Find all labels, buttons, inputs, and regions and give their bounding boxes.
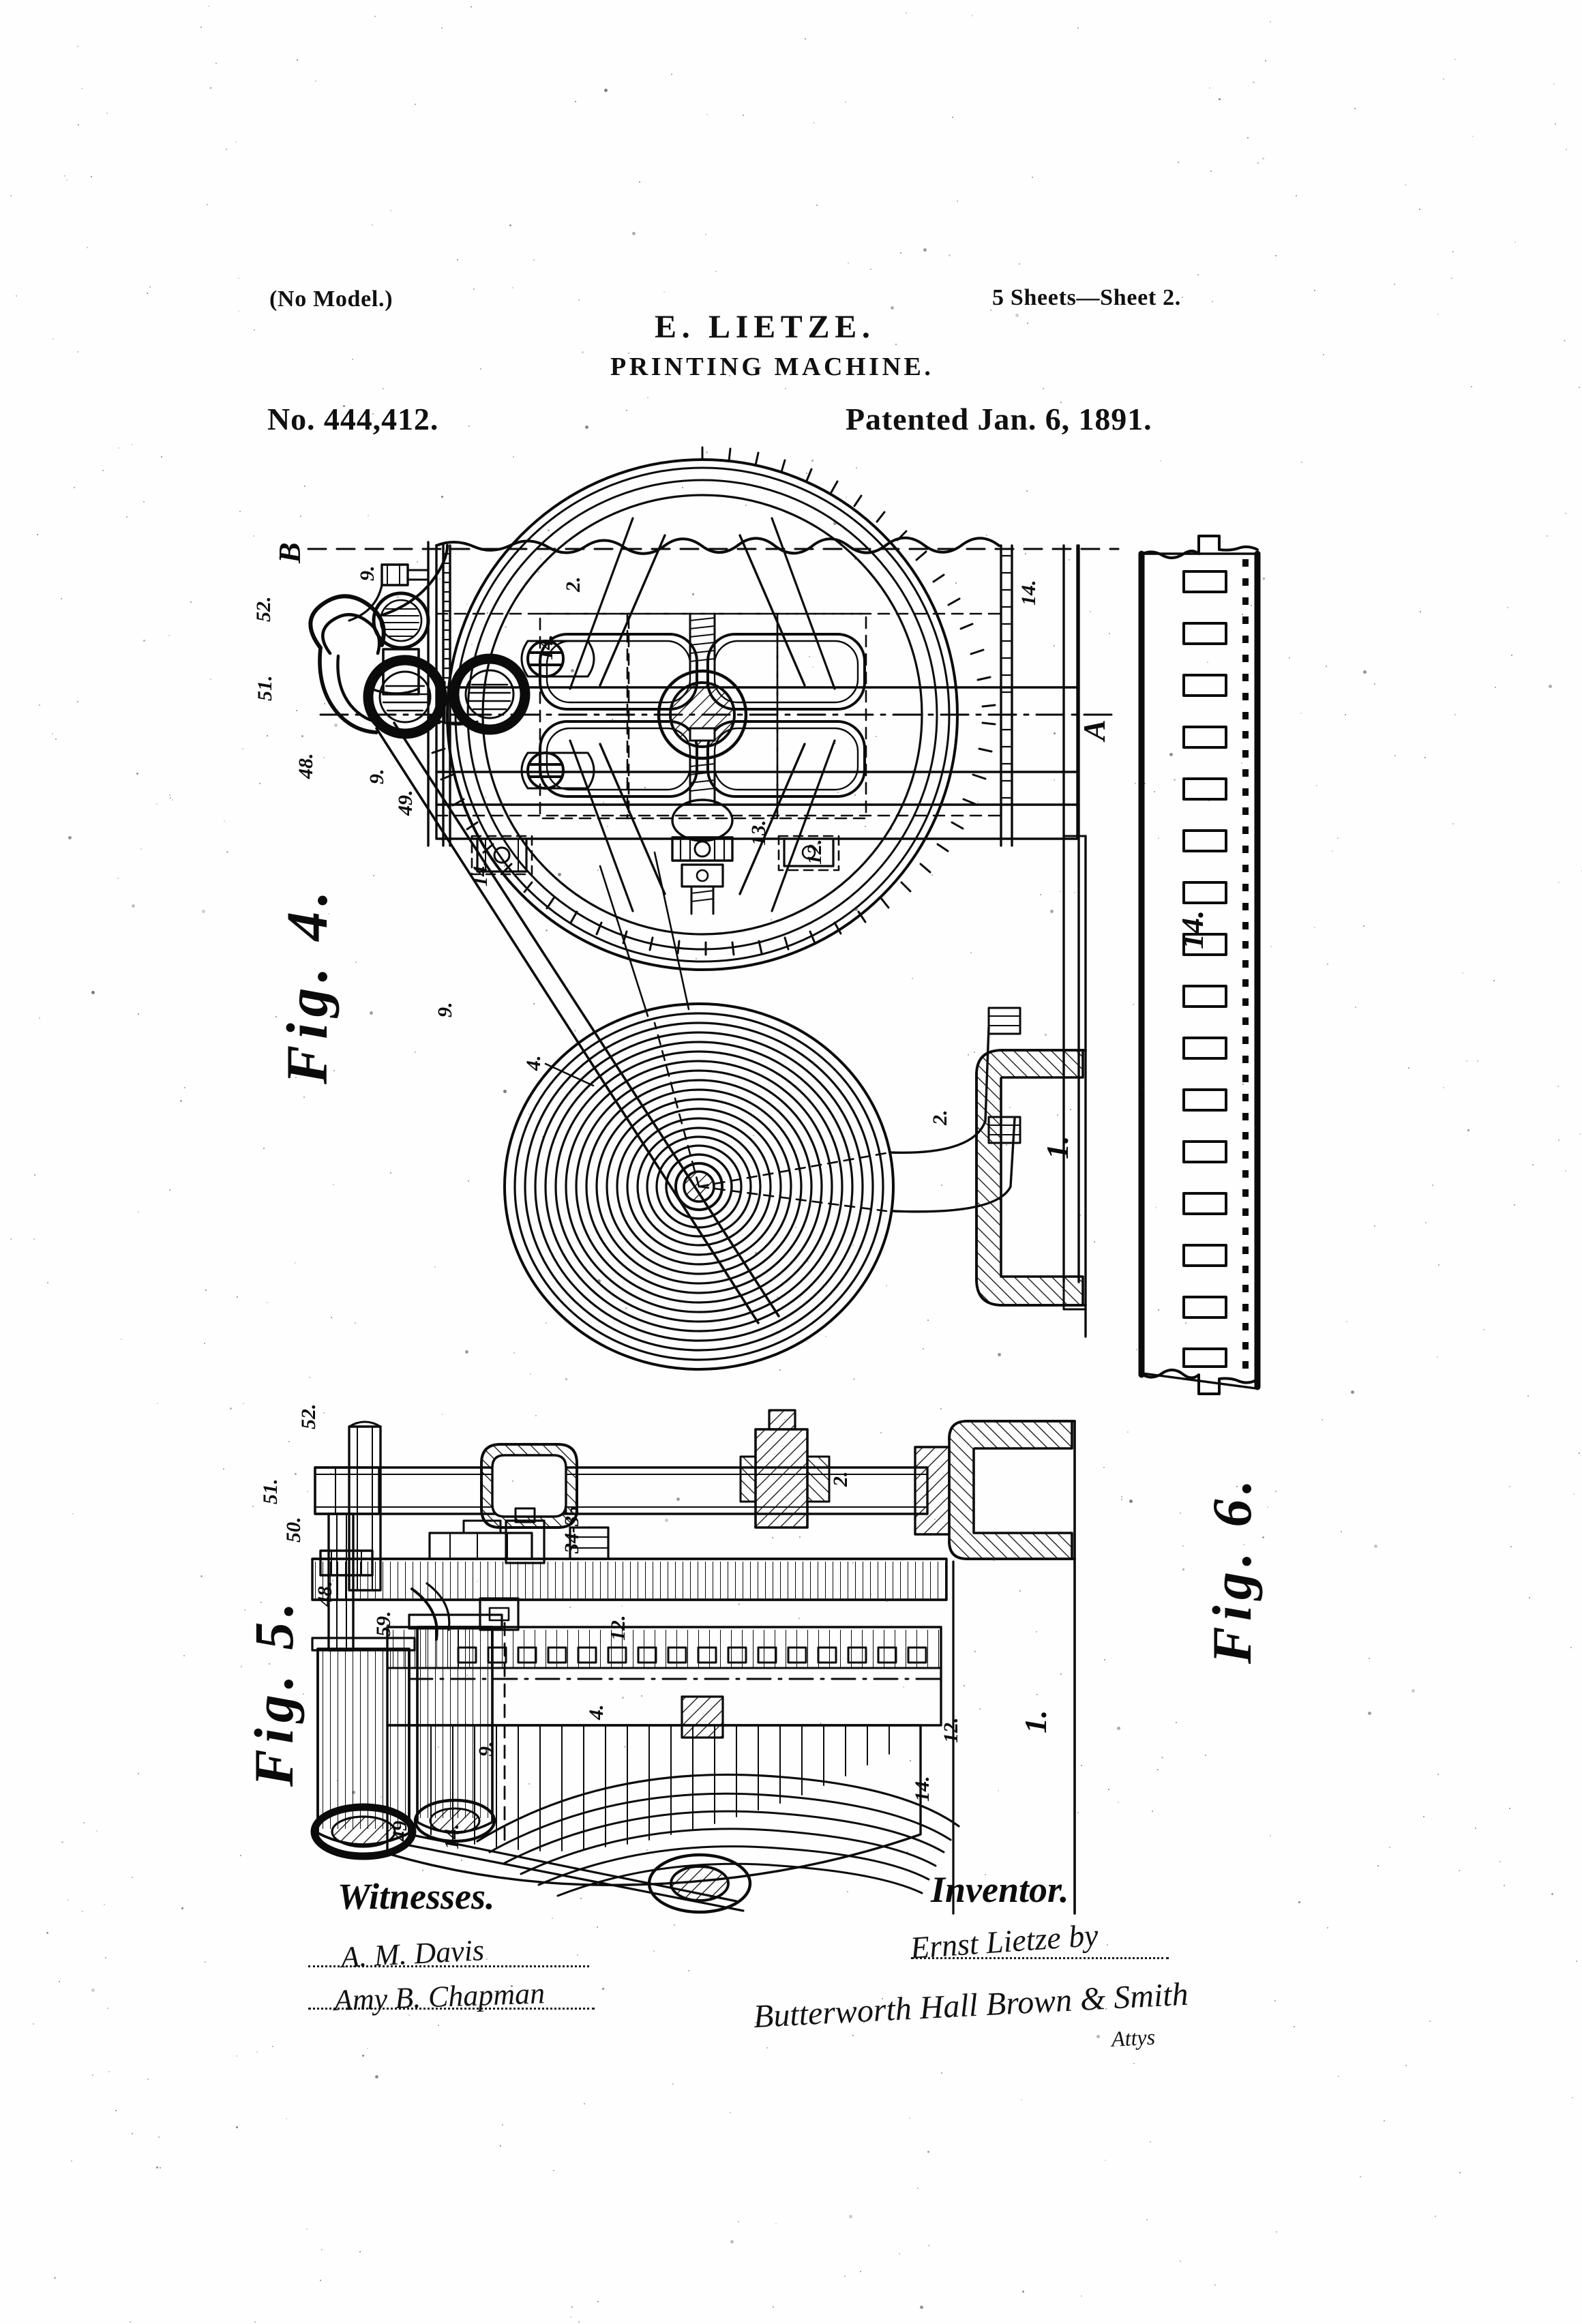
inventor-heading: E. LIETZE. [655,309,876,345]
inventor-rule [911,1957,1169,1959]
ref-fig5-34-35: 34-35. [561,1500,583,1554]
attorneys-suffix: Attys [1111,2024,1156,2051]
witness-rule-2 [308,2008,595,2010]
patent-date: Patented Jan. 6, 1891. [846,402,1152,436]
figure-4-group [307,446,1120,1371]
ref-fig5-14-left: 14. [441,1823,463,1850]
ref-fig5-59: 59. [372,1611,395,1637]
ref-fig5-4: 4. [585,1704,608,1720]
inventor-heading: Inventor. [931,1869,1069,1910]
ref-fig4-2-base: 2. [929,1109,951,1126]
patent-number: No. 444,412. [267,402,439,436]
ref-fig4-12: 12. [803,839,826,865]
ref-fig4-52: 52. [252,596,275,623]
witness-rule-1 [308,1965,589,1967]
ref-fig5-1: 1. [1018,1710,1053,1734]
ref-fig4-14-rail: 14. [1017,580,1040,606]
ref-fig4-9-belt: 9. [434,1002,456,1018]
frame-base [975,835,1087,1338]
ref-fig5-49: 49. [389,1815,411,1842]
ref-fig5-48: 48. [314,1581,336,1607]
ref-fig4-9-upper: 9. [356,565,378,582]
ref-fig5-51: 51. [259,1478,282,1505]
figure-5-caption: Fig. 5. [243,1596,305,1787]
ref-fig4-section-a: A [1077,719,1111,741]
ref-fig4-14-wheel: 14. [535,634,557,661]
ref-fig4-2: 2. [562,576,584,593]
ref-fig4-49: 49. [394,790,417,816]
ref-fig5-12-right: 12. [940,1717,962,1744]
ref-fig5-14-right: 14. [911,1776,934,1802]
figure-4-caption: Fig. 4. [274,885,340,1084]
figure-6-caption: Fig. 6. [1201,1474,1263,1664]
ref-fig5-12-left: 12. [607,1615,629,1641]
ref-fig4-section-b: B [272,542,307,563]
ref-fig4-13: 13. [747,820,770,846]
ref-fig4-51: 51. [254,675,276,702]
drive-wheel [426,446,1004,971]
witnesses-heading: Witnesses. [338,1876,495,1917]
ref-fig4-9-lower: 9. [365,769,388,785]
figure-5-group [310,1409,1076,1915]
invention-title: PRINTING MACHINE. [610,353,934,381]
tape-sprocket-holes [1242,559,1249,1369]
ref-fig5-52: 52. [297,1403,320,1430]
ref-fig4-4-coil: 4. [522,1055,545,1071]
tape-coil-side [476,1773,960,1914]
ref-fig4-1: 1. [1040,1135,1075,1160]
roller-cluster-fig4 [308,544,780,1324]
ref-fig4-14-rim: 14. [469,861,492,887]
sheet-count-note: 5 Sheets—Sheet 2. [992,285,1181,310]
ref-fig6-14: 14. [1175,910,1210,950]
no-model-note: (No Model.) [269,286,393,312]
roller-cluster-fig5 [310,1513,745,1912]
ref-fig4-48: 48. [295,753,317,779]
figure-6-group [1138,535,1261,1395]
tape-coil-spiral [503,851,1021,1371]
tape-aperture [1182,570,1227,1368]
witness-signature-2: Amy B. Chapman [333,1976,546,2017]
ref-fig5-2: 2. [829,1471,852,1487]
ref-fig5-50: 50. [282,1517,305,1543]
ref-fig5-9: 9. [475,1741,497,1757]
